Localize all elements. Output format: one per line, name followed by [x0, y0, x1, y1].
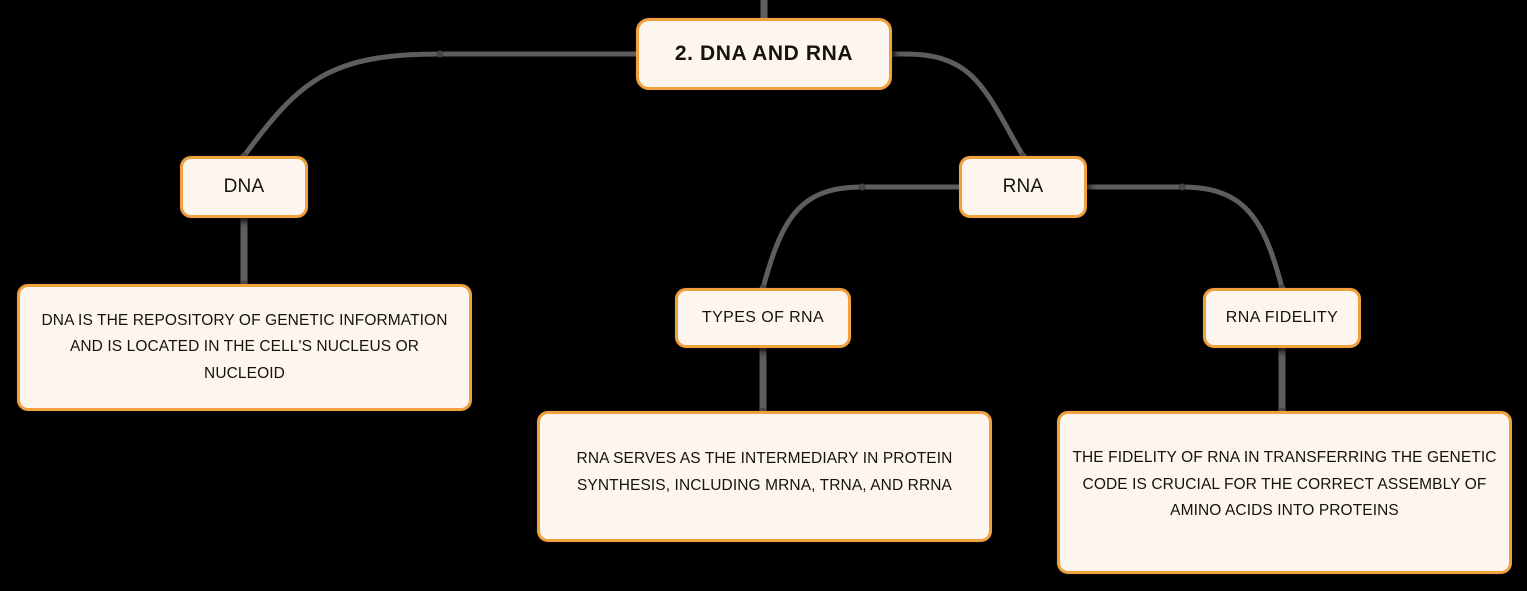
node-rna-label: RNA [1002, 176, 1044, 197]
node-rna-fidelity-label: RNA FIDELITY [1225, 309, 1339, 326]
node-types-of-rna-description-label: RNA SERVES AS THE INTERMEDIARY IN PROTEI… [576, 450, 953, 494]
node-root-label: 2. DNA AND RNA [674, 42, 854, 65]
node-types-of-rna-label: TYPES OF RNA [701, 309, 825, 326]
edge-joint-rna-fidelity [1178, 183, 1186, 191]
node-rna-fidelity-description-label: THE FIDELITY OF RNA IN TRANSFERRING THE … [1072, 449, 1497, 520]
node-rna-fidelity[interactable]: RNA FIDELITY [1203, 288, 1361, 348]
node-rna[interactable]: RNA [959, 156, 1087, 218]
node-types-of-rna[interactable]: TYPES OF RNA [675, 288, 851, 348]
edge-joint-rna-types [858, 183, 866, 191]
node-dna-description-label: DNA IS THE REPOSITORY OF GENETIC INFORMA… [41, 311, 448, 382]
node-dna-label: DNA [223, 176, 265, 197]
node-rna-fidelity-description[interactable]: THE FIDELITY OF RNA IN TRANSFERRING THE … [1057, 411, 1512, 574]
edge-joint-root-dna [436, 50, 444, 58]
node-dna-description[interactable]: DNA IS THE REPOSITORY OF GENETIC INFORMA… [17, 284, 472, 411]
edge-root-to-rna [892, 51, 1026, 158]
node-dna[interactable]: DNA [180, 156, 308, 218]
edge-root-to-dna [241, 51, 636, 158]
node-root[interactable]: 2. DNA AND RNA [636, 18, 892, 90]
edge-rna-to-types [760, 184, 959, 289]
node-types-of-rna-description[interactable]: RNA SERVES AS THE INTERMEDIARY IN PROTEI… [537, 411, 992, 542]
edge-rna-to-fidelity [1087, 184, 1285, 289]
